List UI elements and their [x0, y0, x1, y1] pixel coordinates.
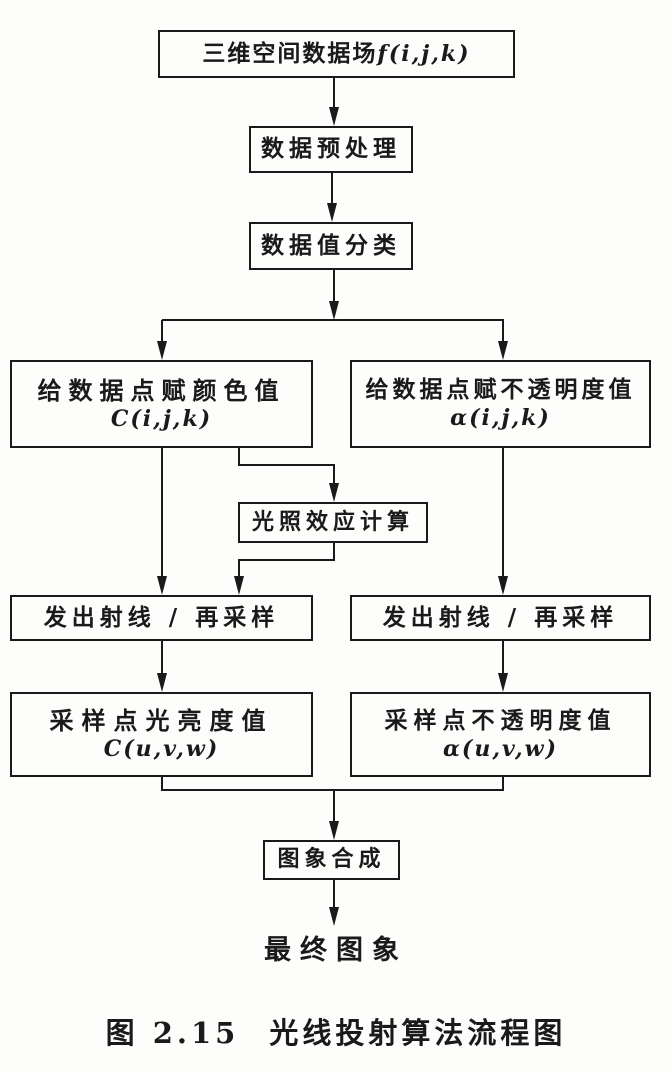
node-classify-text: 数据值分类	[261, 231, 401, 259]
node-classify: 数据值分类	[249, 222, 413, 270]
node-assign-color-text: 给数据点赋颜色值	[37, 375, 286, 405]
connector-assign-opacity-cast-right	[502, 448, 504, 576]
node-data-field-formula: f(i,j,k)	[377, 40, 471, 67]
arrowhead-compose-icon	[329, 821, 339, 840]
arrowhead-assign-opacity-icon	[498, 341, 508, 360]
arrowhead-shading-cast-icon	[234, 576, 244, 595]
arrowhead-assign-color-icon	[157, 341, 167, 360]
node-sample-opacity: 采样点不透明度值 α(u,v,w)	[350, 692, 651, 777]
connector-split-assign-color	[161, 320, 163, 342]
connector-merge-compose	[333, 790, 335, 821]
connector-preprocess-classify	[331, 173, 333, 203]
node-cast-resample-left: 发出射线 / 再采样	[10, 595, 313, 641]
arrowhead-cast-left-icon	[157, 576, 167, 595]
node-data-field-text: 三维空间数据场	[202, 39, 378, 67]
connector-datafield-preprocess	[333, 78, 335, 108]
node-compose-text: 图象合成	[277, 846, 386, 873]
arrowhead-shading-icon	[329, 483, 339, 502]
figure-caption: 图 2.15 光线投射算法流程图	[0, 1010, 672, 1052]
connector-color-shading-drop	[238, 448, 240, 466]
node-assign-opacity-formula: α(i,j,k)	[450, 405, 551, 432]
connector-color-shading-run	[238, 464, 335, 466]
node-sample-brightness-formula: C(u,v,w)	[103, 736, 220, 763]
connector-assign-color-cast-left	[161, 448, 163, 576]
connector-shading-cast-run	[238, 559, 335, 561]
connector-shading-exit	[333, 543, 335, 561]
connector-shading-cast-drop	[238, 559, 240, 577]
arrowhead-split-icon	[329, 301, 339, 320]
arrowhead-classify-icon	[327, 203, 337, 222]
node-preprocess-text: 数据预处理	[261, 135, 401, 163]
node-cast-resample-right-text: 发出射线 / 再采样	[382, 603, 619, 631]
figure-caption-number: 图 2.15	[105, 1016, 240, 1050]
arrowhead-sample-opacity-icon	[498, 673, 508, 692]
connector-cast-right-sample	[502, 641, 504, 674]
node-shading: 光照效应计算	[238, 502, 428, 543]
arrowhead-cast-right-icon	[498, 576, 508, 595]
connector-compose-final	[333, 880, 335, 907]
connector-sample-opacity-merge	[502, 777, 504, 791]
node-sample-brightness: 采样点光亮度值 C(u,v,w)	[10, 692, 313, 777]
node-sample-brightness-text: 采样点光亮度值	[49, 706, 274, 736]
node-assign-opacity: 给数据点赋不透明度值 α(i,j,k)	[350, 360, 651, 448]
node-assign-opacity-text: 给数据点赋不透明度值	[365, 376, 636, 404]
node-assign-color: 给数据点赋颜色值 C(i,j,k)	[10, 360, 313, 448]
node-cast-resample-right: 发出射线 / 再采样	[350, 595, 651, 641]
node-compose: 图象合成	[263, 840, 400, 880]
arrowhead-sample-brightness-icon	[157, 673, 167, 692]
node-sample-opacity-formula: α(u,v,w)	[443, 735, 558, 762]
node-assign-color-formula: C(i,j,k)	[110, 405, 213, 432]
connector-classify-split	[333, 270, 335, 302]
arrowhead-final-image-icon	[329, 907, 339, 926]
final-image-label: 最终图象	[264, 935, 408, 966]
node-preprocess: 数据预处理	[249, 126, 413, 173]
arrowhead-preprocess-icon	[329, 107, 339, 126]
connector-cast-left-sample	[161, 641, 163, 674]
merge-bar	[161, 789, 504, 791]
figure-caption-title: 光线投射算法流程图	[269, 1016, 567, 1050]
connector-sample-brightness-merge	[161, 777, 163, 791]
node-shading-text: 光照效应计算	[251, 508, 414, 535]
split-bar	[162, 319, 504, 321]
connector-color-shading-entry	[333, 464, 335, 484]
connector-split-assign-opacity	[502, 320, 504, 342]
node-sample-opacity-text: 采样点不透明度值	[384, 706, 617, 734]
node-cast-resample-left-text: 发出射线 / 再采样	[43, 603, 280, 631]
